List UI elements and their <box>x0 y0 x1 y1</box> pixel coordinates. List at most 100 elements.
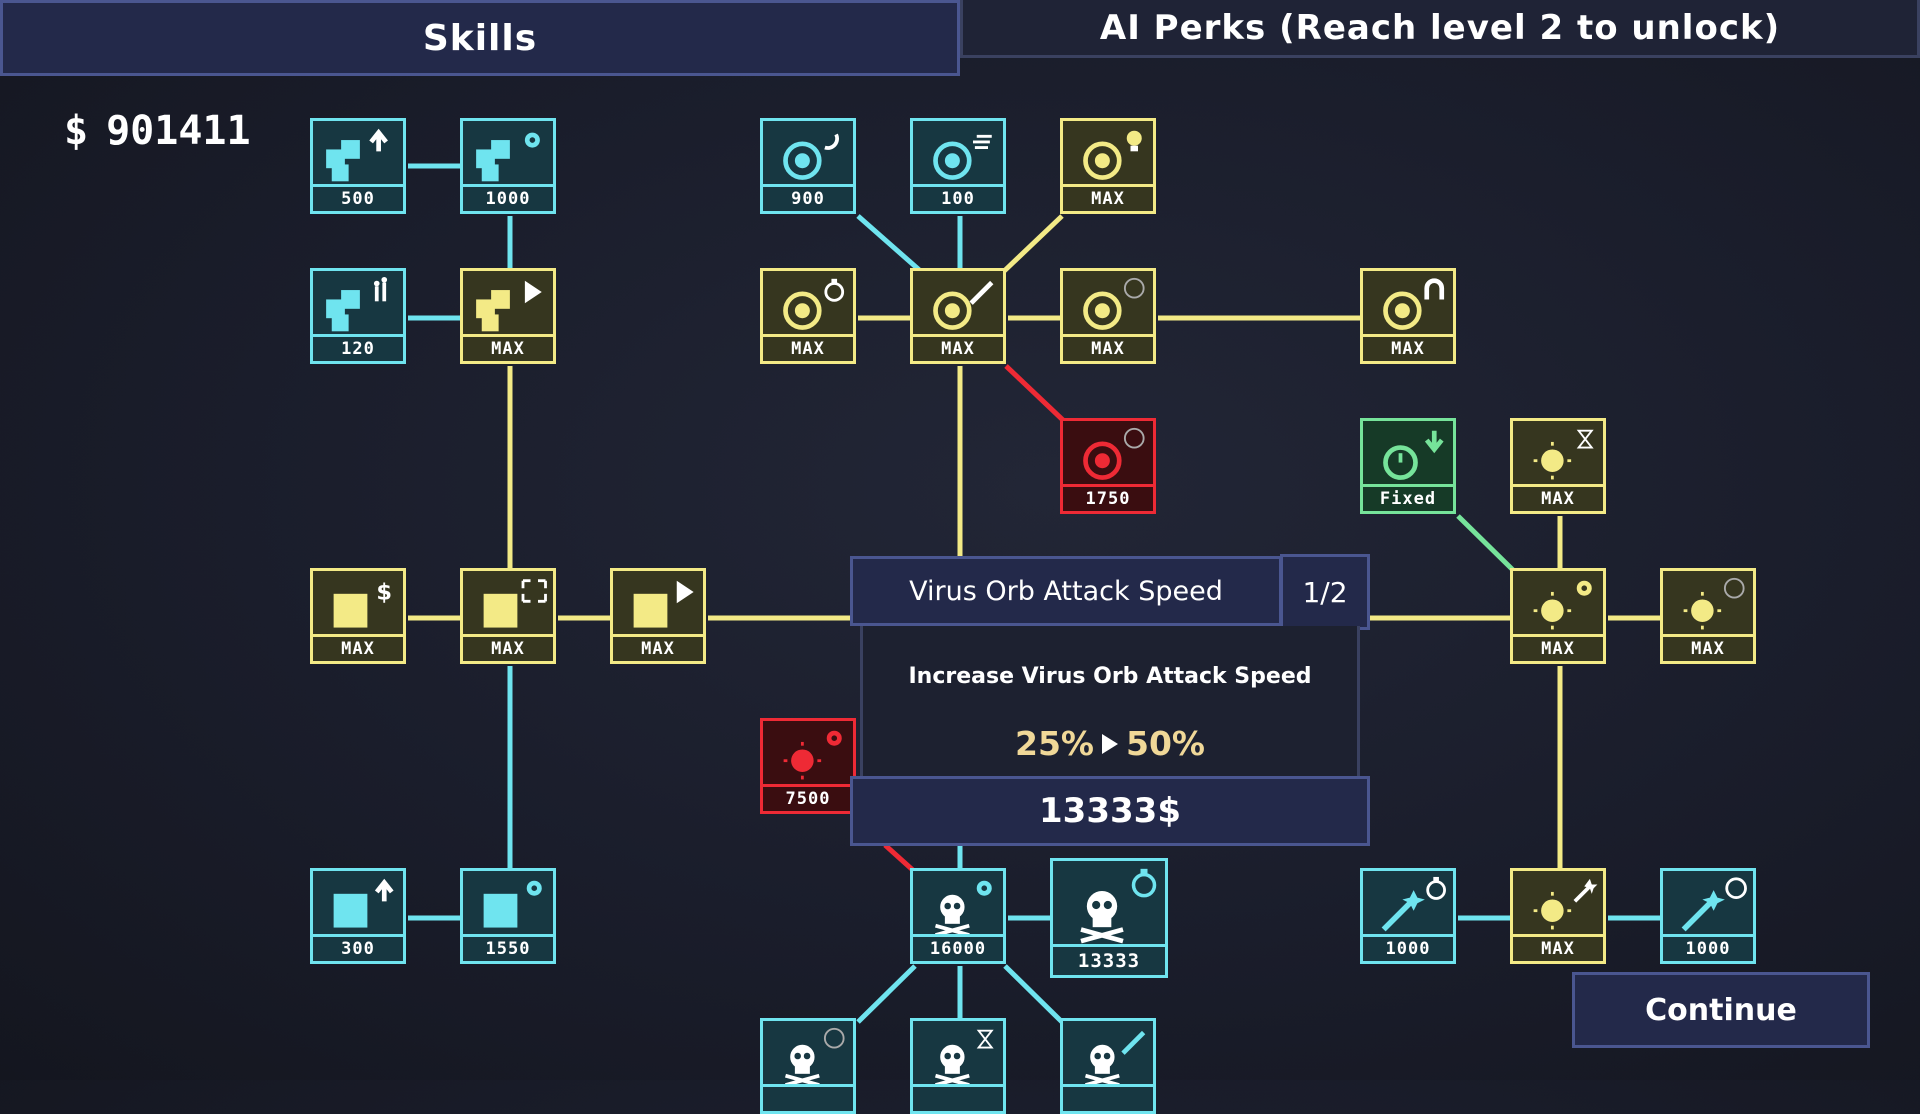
skill-node-cost: 900 <box>763 184 853 211</box>
skill-node-skull-hourglass[interactable] <box>910 1018 1006 1114</box>
skill-node-orb-bulb[interactable]: MAX <box>1060 118 1156 214</box>
cubes-people-icon <box>326 276 388 332</box>
skill-node-square-dollar[interactable]: $ MAX <box>310 568 406 664</box>
skill-node-cost: MAX <box>1363 334 1453 361</box>
value-to: 50% <box>1126 724 1205 763</box>
skill-node-cost: Fixed <box>1363 484 1453 511</box>
skill-node-skull-gear[interactable]: 16000 <box>910 868 1006 964</box>
skill-node-cost <box>913 1084 1003 1111</box>
skill-node-cost <box>763 1084 853 1111</box>
orb-range-icon <box>783 133 839 180</box>
skill-node-square-expand[interactable]: MAX <box>460 568 556 664</box>
dollar-icon: $ <box>64 108 89 154</box>
skill-node-timer-down[interactable]: Fixed <box>1360 418 1456 514</box>
tab-ai-perks[interactable]: AI Perks (Reach level 2 to unlock) <box>960 0 1920 58</box>
skill-node-cubes-people[interactable]: 120 <box>310 268 406 364</box>
link <box>1003 964 1064 1024</box>
skill-node-wand-timer[interactable]: 1000 <box>1360 868 1456 964</box>
orb-bulb-icon <box>1083 130 1142 180</box>
tab-skills[interactable]: Skills <box>0 0 960 76</box>
money-amount: 901411 <box>106 108 251 154</box>
skill-node-orb-attack[interactable]: MAX <box>910 268 1006 364</box>
skill-node-cost: 500 <box>313 184 403 211</box>
skill-node-cost: MAX <box>763 334 853 361</box>
link <box>1004 364 1067 424</box>
skill-node-cost: 300 <box>313 934 403 961</box>
skill-node-cost: MAX <box>313 634 403 661</box>
skill-node-cost: 7500 <box>763 784 853 811</box>
skill-node-skull-ring[interactable] <box>760 1018 856 1114</box>
skill-node-cost: 1000 <box>463 184 553 211</box>
skill-node-cost: 1000 <box>1663 934 1753 961</box>
skill-node-skull-sword[interactable] <box>1060 1018 1156 1114</box>
skill-node-sun-hourglass[interactable]: MAX <box>1510 418 1606 514</box>
skill-tooltip-title: Virus Orb Attack Speed <box>850 556 1282 626</box>
wand-timer-icon <box>1381 876 1446 932</box>
skill-node-cost: MAX <box>463 334 553 361</box>
skill-node-cost: 13333 <box>1053 944 1165 975</box>
skill-tooltip-value-change: 25% 50% <box>863 724 1357 763</box>
skull-timer-icon <box>1080 868 1157 944</box>
skill-node-cubes-play[interactable]: MAX <box>460 268 556 364</box>
skill-node-sun-gear[interactable]: MAX <box>1510 568 1606 664</box>
cost-currency: $ <box>1157 791 1181 831</box>
skill-node-sun-ring[interactable]: MAX <box>1660 568 1756 664</box>
skill-node-square-upgrade[interactable]: 300 <box>310 868 406 964</box>
skill-node-cost: MAX <box>1513 484 1603 511</box>
square-dollar-icon: $ <box>333 579 392 628</box>
skill-node-cost: MAX <box>1513 634 1603 661</box>
skull-gear-icon <box>934 880 992 937</box>
square-gear-icon <box>483 880 542 928</box>
link <box>856 964 917 1024</box>
orb-ring-icon <box>1083 427 1145 480</box>
skill-node-cubes-upgrade[interactable]: 500 <box>310 118 406 214</box>
skill-node-orb-timer[interactable]: MAX <box>760 268 856 364</box>
sun-gear-icon <box>783 730 842 780</box>
skill-tooltip-level: 1/2 <box>1280 554 1370 630</box>
cubes-gear-icon <box>476 132 540 182</box>
square-play-icon <box>633 580 694 628</box>
link <box>883 843 917 874</box>
skull-hourglass-icon <box>934 1029 994 1087</box>
sun-hourglass-icon <box>1533 429 1594 480</box>
skill-node-sun-wand[interactable]: MAX <box>1510 868 1606 964</box>
skill-node-cost: 16000 <box>913 934 1003 961</box>
arrow-right-icon <box>1102 733 1118 754</box>
skill-node-cost: MAX <box>613 634 703 661</box>
skill-node-orb-ring-locked[interactable]: 1750 <box>1060 418 1156 514</box>
cubes-arrow-up-icon <box>326 128 388 182</box>
skill-tooltip-description: Increase Virus Orb Attack Speed <box>908 664 1312 689</box>
wand-ring-icon <box>1681 877 1747 932</box>
skill-tree-links <box>408 163 1660 1024</box>
cost-amount: 13333 <box>1039 791 1158 831</box>
skill-node-cost: MAX <box>1063 334 1153 361</box>
money-display: $ 901411 <box>64 108 251 154</box>
skill-node-sun-gear-locked[interactable]: 7500 <box>760 718 856 814</box>
orb-ring-icon <box>1083 277 1145 330</box>
timer-down-icon <box>1383 430 1444 480</box>
skill-node-square-gear[interactable]: 1550 <box>460 868 556 964</box>
skill-node-skull-timer-selected[interactable]: 13333 <box>1050 858 1168 978</box>
skill-node-cost: 120 <box>313 334 403 361</box>
skill-node-cost: MAX <box>1663 634 1753 661</box>
skill-node-orb-range[interactable]: 900 <box>760 118 856 214</box>
skill-node-cubes-gear[interactable]: 1000 <box>460 118 556 214</box>
sun-wand-icon <box>1533 878 1598 930</box>
link <box>998 214 1064 277</box>
skill-node-cost: MAX <box>1063 184 1153 211</box>
skill-node-orb-magnet[interactable]: MAX <box>1360 268 1456 364</box>
continue-button[interactable]: Continue <box>1572 972 1870 1048</box>
value-from: 25% <box>1015 724 1094 763</box>
orb-sword-icon <box>933 280 994 330</box>
skill-node-square-play[interactable]: MAX <box>610 568 706 664</box>
skill-node-cost: MAX <box>463 634 553 661</box>
orb-speed-icon <box>933 134 992 180</box>
skull-sword-icon <box>1084 1030 1146 1087</box>
skill-node-cost: MAX <box>1513 934 1603 961</box>
skill-node-orb-ring[interactable]: MAX <box>1060 268 1156 364</box>
link <box>1456 514 1517 574</box>
skill-node-cost: 1550 <box>463 934 553 961</box>
skill-node-wand-ring[interactable]: 1000 <box>1660 868 1756 964</box>
link <box>856 214 927 277</box>
skill-node-orb-speed[interactable]: 100 <box>910 118 1006 214</box>
